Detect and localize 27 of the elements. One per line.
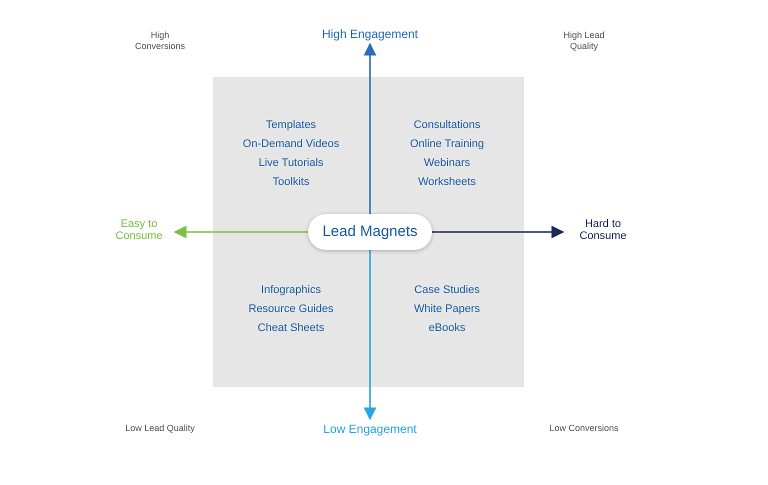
- list-item: Case Studies: [413, 284, 481, 297]
- center-pill: Lead Magnets: [308, 214, 432, 250]
- list-item: Templates: [264, 119, 318, 132]
- axis-label: Low Engagement: [310, 421, 430, 437]
- list-item: eBooks: [428, 322, 466, 335]
- list-item: Cheat Sheets: [256, 322, 326, 335]
- list-item: Live Tutorials: [258, 157, 324, 170]
- list-item: Online Training: [409, 138, 485, 151]
- axis-label: Easy to Consume: [106, 216, 172, 244]
- list-item: Worksheets: [417, 176, 477, 189]
- arrow: [174, 226, 308, 238]
- list-item: Toolkits: [272, 176, 310, 189]
- arrow: [364, 250, 376, 420]
- arrow: [432, 226, 564, 238]
- list-item: White Papers: [412, 303, 482, 316]
- corner-note: High Conversions: [134, 30, 186, 52]
- list-item: On-Demand Videos: [242, 138, 340, 151]
- list-item: Infographics: [260, 284, 322, 297]
- list-item: Resource Guides: [248, 303, 334, 316]
- axis-label: High Engagement: [310, 26, 430, 42]
- arrow: [364, 42, 376, 214]
- corner-note: Low Conversions: [549, 423, 619, 434]
- axis-label: Hard to Consume: [566, 216, 640, 244]
- list-item: Consultations: [412, 119, 482, 132]
- corner-note: High Lead Quality: [562, 30, 606, 52]
- corner-note: Low Lead Quality: [125, 423, 195, 434]
- list-item: Webinars: [422, 157, 472, 170]
